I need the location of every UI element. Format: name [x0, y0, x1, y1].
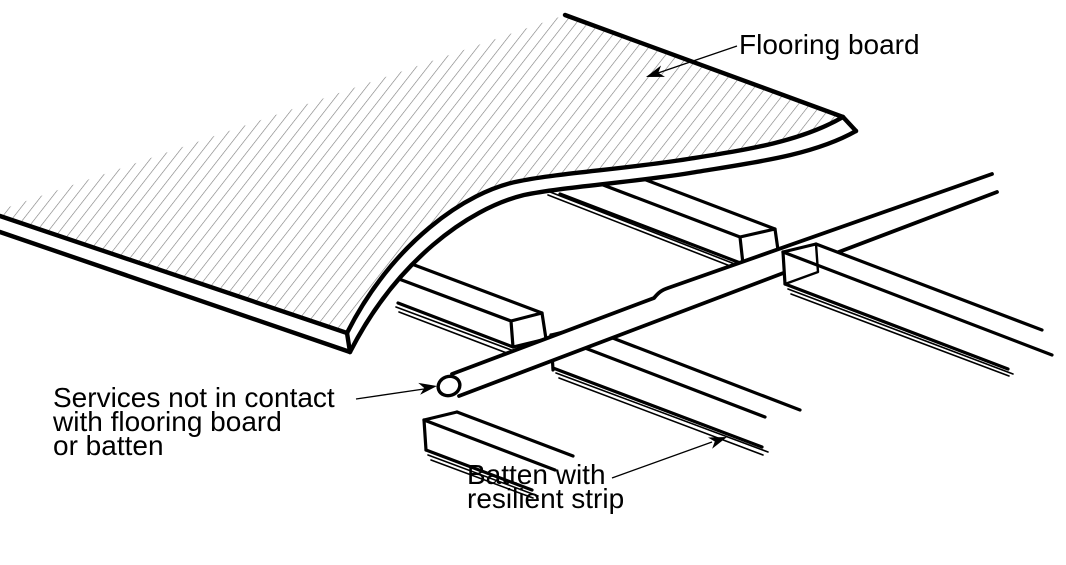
batten-continuation-left	[422, 410, 575, 499]
batten-label-line: resilient strip	[467, 483, 625, 514]
services-label-line: or batten	[53, 430, 164, 461]
batten-left-under-board	[389, 258, 548, 356]
board-corner-face	[344, 330, 353, 355]
board-front-bottom-edge	[0, 229, 353, 355]
board-tip-face	[840, 114, 859, 134]
flooring-board-label-line: Flooring board	[739, 29, 920, 60]
services-label-line: with flooring board	[53, 406, 282, 437]
resilient-strip-lines	[427, 454, 539, 499]
batten-continuation-right	[781, 242, 1054, 377]
batten-leader-arrow	[611, 437, 727, 479]
board-curl-lower-edge	[347, 128, 859, 355]
pipe-open-end	[436, 374, 462, 398]
resilient-strip-lines	[787, 288, 1014, 377]
services-leader-arrow	[355, 382, 437, 400]
arrowhead-icon	[646, 65, 665, 77]
board-curl-upper-edge	[344, 114, 846, 336]
leader-arrows	[355, 45, 738, 479]
arrowhead-icon	[708, 437, 727, 449]
flooring-board-hatched-surface	[0, 15, 843, 333]
services-label: Services not in contact with flooring bo…	[53, 382, 335, 461]
flooring-board-label: Flooring board	[739, 29, 920, 60]
resilient-strip-lines	[555, 372, 769, 456]
resilient-strip-lines	[544, 189, 746, 272]
services-label-line: Services not in contact	[53, 382, 335, 413]
board-top-edge	[562, 12, 846, 120]
flooring-board-leader-arrow	[646, 45, 738, 77]
arrowhead-icon	[418, 382, 437, 395]
pipe-top-edge	[450, 172, 994, 376]
batten-label: Batten with resilient strip	[467, 459, 625, 514]
resilient-strip-lines	[395, 306, 515, 356]
batten-label-line: Batten with	[467, 459, 606, 490]
service-pipe	[436, 172, 999, 398]
board-front-top-edge	[0, 213, 350, 336]
pipe-bottom-edge	[457, 190, 999, 398]
flooring-board	[0, 12, 859, 355]
